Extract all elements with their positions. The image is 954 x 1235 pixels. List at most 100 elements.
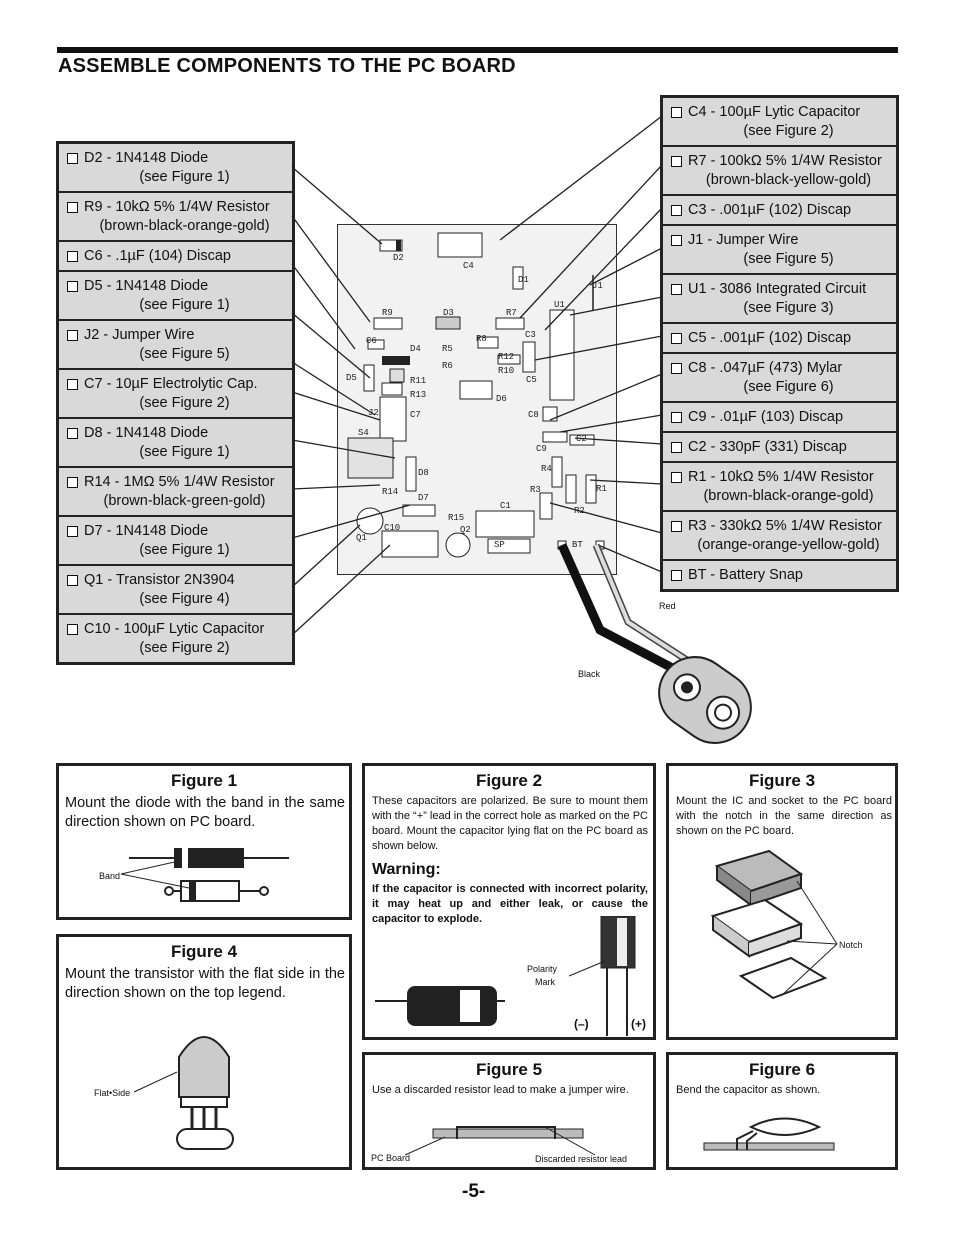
checkbox-icon[interactable] <box>67 379 78 390</box>
checkbox-icon[interactable] <box>671 205 682 216</box>
figure-3: Figure 3 Mount the IC and socket to the … <box>666 763 898 1040</box>
legend-item-label: C2 - 330pF (331) Discap <box>688 439 847 455</box>
checkbox-icon[interactable] <box>67 477 78 488</box>
polarity-label: Polarity <box>527 964 558 974</box>
checkbox-icon[interactable] <box>671 570 682 581</box>
figure-5-title: Figure 5 <box>475 1060 543 1079</box>
legend-item-detail: (brown-black-orange-gold) <box>703 488 874 504</box>
figure-1-title: Figure 1 <box>170 771 238 790</box>
checkbox-icon[interactable] <box>671 363 682 374</box>
header-rule <box>57 47 898 53</box>
checkbox-icon[interactable] <box>67 330 78 341</box>
board-silkscreen-label: C4 <box>463 261 474 271</box>
checkbox-icon[interactable] <box>67 153 78 164</box>
resistor-lead-label: Discarded resistor lead <box>535 1154 628 1164</box>
figure-4: Figure 4 Mount the transistor with the f… <box>56 934 352 1170</box>
board-silkscreen-label: R3 <box>530 485 541 495</box>
board-silkscreen-label: D4 <box>410 344 421 354</box>
checkbox-icon[interactable] <box>671 235 682 246</box>
legend-item-label: C10 - 100µF Lytic Capacitor <box>84 621 265 637</box>
checkbox-icon[interactable] <box>671 472 682 483</box>
checkbox-icon[interactable] <box>671 107 682 118</box>
board-silkscreen-label: D2 <box>393 253 404 263</box>
board-silkscreen-label: J1 <box>592 281 603 291</box>
figure-1-text: Mount the diode with the band in the sam… <box>65 795 345 830</box>
checkbox-icon[interactable] <box>67 624 78 635</box>
legend-item-label: D2 - 1N4148 Diode <box>84 150 209 166</box>
figure-1: Figure 1 Mount the diode with the band i… <box>56 763 352 920</box>
legend-item-detail: (brown-black-green-gold) <box>103 493 266 509</box>
checkbox-icon[interactable] <box>67 202 78 213</box>
board-silkscreen-label: R14 <box>382 487 399 497</box>
left-parts-legend: D2 - 1N4148 Diode(see Figure 1)R9 - 10kΩ… <box>56 141 295 665</box>
legend-item: BT - Battery Snap <box>663 561 896 589</box>
figure-5-text: Use a discarded resistor lead to make a … <box>372 1084 629 1096</box>
legend-item: C7 - 10µF Electrolytic Cap.(see Figure 2… <box>59 370 292 419</box>
legend-item: Q1 - Transistor 2N3904(see Figure 4) <box>59 566 292 615</box>
board-silkscreen-label: R10 <box>498 366 515 376</box>
legend-item-label: Q1 - Transistor 2N3904 <box>84 572 235 588</box>
legend-item-detail: (see Figure 5) <box>743 251 834 267</box>
board-silkscreen-label: R11 <box>410 376 427 386</box>
capacitor-illustration <box>375 916 636 1036</box>
legend-item-label: C3 - .001µF (102) Discap <box>688 202 852 218</box>
figure-6: Figure 6 Bend the capacitor as shown. <box>666 1052 898 1170</box>
checkbox-icon[interactable] <box>671 333 682 344</box>
board-silkscreen-label: R12 <box>498 352 515 362</box>
legend-item: D2 - 1N4148 Diode (see Figure 1) <box>59 144 292 193</box>
checkbox-icon[interactable] <box>671 156 682 167</box>
page-number: -5- <box>462 1181 486 1202</box>
legend-item: C2 - 330pF (331) Discap <box>663 433 896 463</box>
board-silkscreen-label: C3 <box>525 330 536 340</box>
warning-text: If the capacitor is connected with incor… <box>372 883 648 925</box>
page-title: ASSEMBLE COMPONENTS TO THE PC BOARD <box>58 55 516 77</box>
leader-lines <box>291 115 752 744</box>
figure-2: Figure 2 These capacitors are polarized.… <box>362 763 656 1040</box>
legend-item: U1 - 3086 Integrated Circuit(see Figure … <box>663 275 896 324</box>
legend-item-detail: (see Figure 5) <box>139 346 230 362</box>
board-silkscreen-label: R9 <box>382 308 393 318</box>
board-silkscreen-label: R15 <box>448 513 465 523</box>
board-silkscreen-label: U1 <box>554 300 565 310</box>
legend-item-label: J1 - Jumper Wire <box>688 232 799 248</box>
legend-item-detail: (brown-black-orange-gold) <box>99 218 270 234</box>
legend-item: D7 - 1N4148 Diode(see Figure 1) <box>59 517 292 566</box>
figure-4-title: Figure 4 <box>170 942 238 961</box>
board-silkscreen-label: C6 <box>366 336 377 346</box>
notch-label: Notch <box>839 940 863 950</box>
board-silkscreen-label: D6 <box>496 394 507 404</box>
board-silkscreen-label: R7 <box>506 308 517 318</box>
checkbox-icon[interactable] <box>671 442 682 453</box>
legend-item-label: C5 - .001µF (102) Discap <box>688 330 852 346</box>
board-silkscreen-label: D1 <box>518 275 529 285</box>
checkbox-icon[interactable] <box>67 575 78 586</box>
legend-item-label: C4 - 100µF Lytic Capacitor <box>688 104 861 120</box>
legend-item: C8 - .047µF (473) Mylar(see Figure 6) <box>663 354 896 403</box>
board-silkscreen-label: S4 <box>358 428 369 438</box>
diode-illustration <box>120 848 289 902</box>
legend-item-detail: (brown-black-yellow-gold) <box>705 172 872 188</box>
board-silkscreen-label: C7 <box>410 410 421 420</box>
pc-board-label: PC Board <box>371 1153 411 1163</box>
legend-item-label: D8 - 1N4148 Diode <box>84 425 209 441</box>
legend-item: C3 - .001µF (102) Discap <box>663 196 896 226</box>
checkbox-icon[interactable] <box>671 521 682 532</box>
mark-label: Mark <box>535 977 555 987</box>
legend-item-label: BT - Battery Snap <box>688 567 803 583</box>
checkbox-icon[interactable] <box>671 284 682 295</box>
figure-4-text: Mount the transistor with the flat side … <box>65 966 345 1001</box>
board-silkscreen-label: Q2 <box>460 525 471 535</box>
red-lead-label: Red <box>659 601 676 611</box>
legend-item-label: C8 - .047µF (473) Mylar <box>688 360 843 376</box>
legend-item: R14 - 1MΩ 5% 1/4W Resistor(brown-black-g… <box>59 468 292 517</box>
legend-item-detail: (see Figure 1) <box>139 169 230 185</box>
figure-5: Figure 5 Use a discarded resistor lead t… <box>362 1052 656 1170</box>
checkbox-icon[interactable] <box>67 251 78 262</box>
legend-item-label: U1 - 3086 Integrated Circuit <box>688 281 867 297</box>
checkbox-icon[interactable] <box>67 281 78 292</box>
checkbox-icon[interactable] <box>67 526 78 537</box>
board-silkscreen-label: C1 <box>500 501 511 511</box>
legend-item: C9 - .01µF (103) Discap <box>663 403 896 433</box>
checkbox-icon[interactable] <box>671 412 682 423</box>
checkbox-icon[interactable] <box>67 428 78 439</box>
